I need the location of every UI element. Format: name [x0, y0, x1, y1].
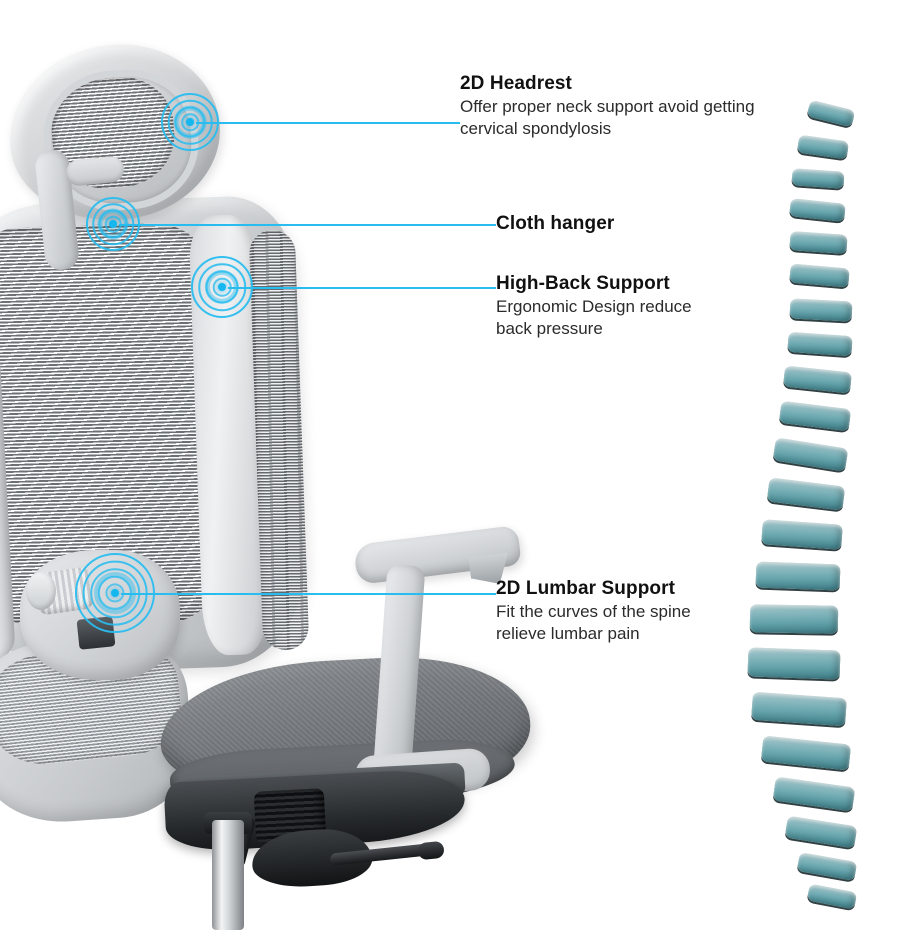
callout-body-lumbar-support-line-2: relieve lumbar pain	[496, 624, 640, 643]
vertebra	[784, 815, 858, 849]
target-marker-cloth-hanger[interactable]	[86, 197, 140, 251]
vertebra	[787, 331, 853, 357]
vertebra	[783, 365, 852, 394]
callout-title-headrest: 2D Headrest	[460, 73, 572, 94]
callout-body-high-back-support-line-2: back pressure	[496, 319, 603, 338]
leader-line-cloth-hanger	[119, 224, 496, 226]
vertebra	[761, 519, 843, 550]
lumbar-dial-cap	[26, 572, 56, 610]
vertebra	[778, 400, 852, 432]
leader-line-lumbar-support	[121, 593, 496, 595]
vertebra	[747, 647, 841, 680]
callout-body-headrest-line-2: cervical spondylosis	[460, 119, 612, 138]
callout-headrest: 2D Headrest Offer proper neck support av…	[460, 72, 755, 140]
vertebra	[796, 134, 850, 160]
callout-cloth-hanger: Cloth hanger	[496, 212, 614, 236]
callout-body-lumbar-support-line-1: Fit the curves of the spine	[496, 602, 691, 621]
target-marker-lumbar-support[interactable]	[75, 553, 155, 633]
office-chair-illustration	[0, 30, 534, 930]
vertebra	[789, 298, 853, 322]
lever-knob	[417, 840, 445, 861]
gas-lift-cylinder	[212, 820, 244, 930]
vertebra	[772, 776, 856, 812]
callout-lumbar-support: 2D Lumbar Support Fit the curves of the …	[496, 577, 691, 645]
callout-body-high-back-support-line-1: Ergonomic Design reduce	[496, 297, 692, 316]
target-marker-headrest[interactable]	[161, 93, 219, 151]
callout-title-lumbar-support: 2D Lumbar Support	[496, 578, 676, 599]
vertebra	[791, 168, 845, 189]
infographic-canvas: 2D Headrest Offer proper neck support av…	[0, 30, 900, 930]
target-marker-high-back-support[interactable]	[191, 256, 253, 318]
callout-title-high-back-support: High-Back Support	[496, 273, 670, 294]
spine-illustration	[740, 95, 900, 910]
vertebra	[760, 735, 852, 771]
vertebra	[749, 604, 839, 634]
vertebra	[772, 437, 849, 472]
vertebra	[755, 561, 841, 591]
vertebra	[751, 691, 847, 727]
vertebra	[789, 263, 850, 288]
leader-line-high-back-support	[228, 287, 496, 289]
callout-title-cloth-hanger: Cloth hanger	[496, 213, 615, 234]
callout-body-headrest-line-1: Offer proper neck support avoid getting	[460, 97, 755, 116]
callout-high-back-support: High-Back Support Ergonomic Design reduc…	[496, 272, 692, 340]
vertebra	[796, 852, 858, 881]
leader-line-headrest	[196, 122, 460, 124]
vertebra	[789, 198, 846, 222]
vertebra	[789, 231, 848, 254]
vertebra	[766, 477, 846, 511]
vertebra	[806, 883, 858, 910]
vertebra	[806, 99, 856, 128]
